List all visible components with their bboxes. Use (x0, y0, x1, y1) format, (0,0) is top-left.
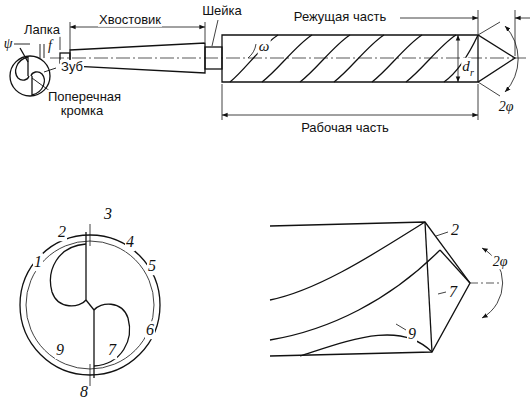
part-label: Режущая часть (293, 10, 387, 24)
callout-number: 1 (33, 253, 43, 271)
callout-number: 9 (55, 341, 65, 359)
callout-number: 6 (145, 321, 155, 339)
symbol-label: 2φ (492, 254, 509, 269)
symbol-label: 2φ (498, 99, 515, 114)
callout-number: 2 (57, 223, 67, 241)
callout-number: 7 (448, 283, 458, 301)
symbol-label: ψ (3, 36, 14, 51)
part-label: Лапка (23, 23, 61, 37)
callout-number: 3 (103, 205, 113, 223)
part-label: Рабочая часть (300, 121, 390, 135)
callout-number: 4 (125, 233, 135, 251)
callout-number: 5 (147, 257, 157, 275)
part-label: Хвостовик (98, 13, 162, 27)
drill-tip-view (270, 222, 503, 356)
symbol-label: ω (258, 38, 271, 55)
part-label: Шейка (201, 4, 243, 18)
callout-number: 8 (79, 383, 89, 401)
callout-number: 2 (450, 221, 460, 239)
part-label: Поперечная кромка (47, 90, 117, 119)
symbol-label: f (47, 38, 53, 53)
symbol-label: r (469, 67, 475, 78)
drill-end-view (20, 224, 160, 386)
callout-number: 9 (407, 325, 417, 343)
drill-side-view (30, 10, 530, 120)
callout-number: 7 (107, 341, 117, 359)
part-label: Зуб (60, 60, 84, 74)
